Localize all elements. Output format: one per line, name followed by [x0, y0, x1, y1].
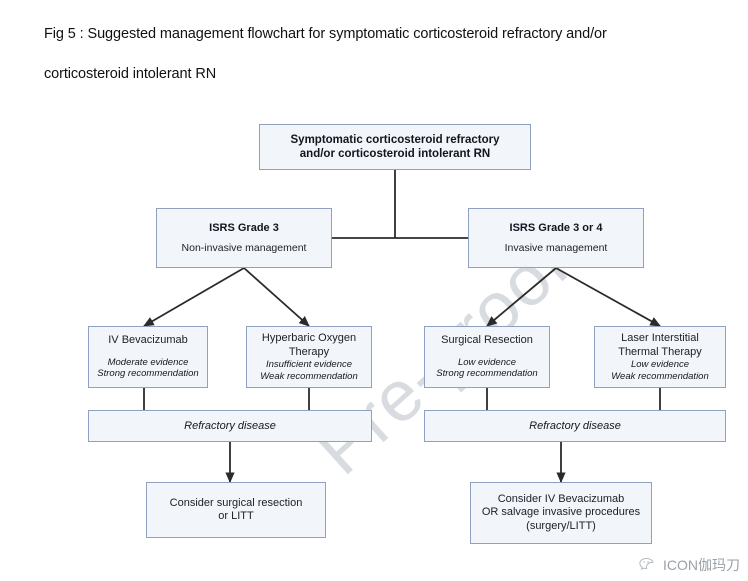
node-surgical-resection-evidence: Low evidence: [457, 356, 517, 368]
node-hyperbaric-oxygen-therapy[interactable]: Hyperbaric Oxygen Therapy Insufficient e…: [246, 326, 372, 388]
node-refractory-disease-right-label: Refractory disease: [529, 420, 621, 432]
node-laser-interstitial-thermal-therapy-evidence: Low evidence: [630, 359, 690, 370]
wechat-account-name: ICON伽玛刀: [663, 557, 740, 573]
node-hyperbaric-oxygen-therapy-title-line-1: Hyperbaric Oxygen: [261, 332, 357, 344]
node-isrs-grade-3-title: ISRS Grade 3: [209, 221, 279, 234]
node-refractory-disease-left[interactable]: Refractory disease: [88, 410, 372, 442]
node-iv-bevacizumab-recommendation: Strong recommendation: [97, 368, 199, 380]
node-final-left-line-1: Consider surgical resection: [169, 496, 303, 509]
node-final-right-line-3: (surgery/LITT): [526, 519, 596, 532]
node-laser-interstitial-thermal-therapy-recommendation: Weak recommendation: [611, 370, 709, 382]
node-iv-bevacizumab[interactable]: IV Bevacizumab Moderate evidence Strong …: [88, 326, 208, 388]
node-isrs-grade-3-or-4-title: ISRS Grade 3 or 4: [509, 221, 603, 234]
node-surgical-resection[interactable]: Surgical Resection Low evidence Strong r…: [424, 326, 550, 388]
node-laser-interstitial-thermal-therapy-title-line-1: Laser Interstitial: [621, 332, 699, 344]
figure-caption: Fig 5 : Suggested management flowchart f…: [44, 14, 714, 94]
node-hyperbaric-oxygen-therapy-title-line-2: Therapy: [288, 345, 330, 358]
caption-line-1: Fig 5 : Suggested management flowchart f…: [44, 26, 607, 42]
connector-grade3-to-bevacizumab: [143, 267, 245, 327]
connector-grade34-to-litt: [555, 267, 661, 327]
node-isrs-grade-3-subtitle: Non-invasive management: [181, 241, 307, 254]
node-refractory-disease-left-label: Refractory disease: [184, 420, 276, 432]
node-surgical-resection-title: Surgical Resection: [441, 334, 533, 347]
node-surgical-resection-recommendation: Strong recommendation: [436, 368, 538, 380]
node-laser-interstitial-thermal-therapy-title-line-2: Thermal Therapy: [618, 345, 702, 358]
node-laser-interstitial-thermal-therapy[interactable]: Laser Interstitial Thermal Therapy Low e…: [594, 326, 726, 388]
node-consider-iv-bevacizumab-or-salvage[interactable]: Consider IV Bevacizumab OR salvage invas…: [470, 482, 652, 544]
wechat-icon: [639, 557, 658, 573]
node-isrs-grade-3-or-4[interactable]: ISRS Grade 3 or 4 Invasive management: [468, 208, 644, 268]
node-root-symptomatic-rn[interactable]: Symptomatic corticosteroid refractory an…: [259, 124, 531, 170]
node-hyperbaric-oxygen-therapy-recommendation: Weak recommendation: [260, 370, 358, 382]
caption-line-2: corticosteroid intolerant RN: [44, 66, 217, 82]
node-root-line-2: and/or corticosteroid intolerant RN: [299, 148, 491, 160]
node-isrs-grade-3-or-4-subtitle: Invasive management: [504, 241, 608, 254]
node-iv-bevacizumab-title: IV Bevacizumab: [108, 334, 188, 347]
connector-grade34-to-surgical: [486, 267, 557, 327]
node-final-right-line-2: OR salvage invasive procedures: [481, 506, 641, 519]
wechat-account-footer: ICON伽玛刀: [639, 557, 740, 573]
node-root-line-1: Symptomatic corticosteroid refractory: [290, 133, 500, 146]
node-hyperbaric-oxygen-therapy-evidence: Insufficient evidence: [265, 359, 353, 370]
node-final-left-line-2: or LITT: [218, 510, 254, 522]
node-consider-surgical-resection-or-litt[interactable]: Consider surgical resection or LITT: [146, 482, 326, 538]
connector-grade3-to-hbot: [243, 267, 310, 327]
node-isrs-grade-3[interactable]: ISRS Grade 3 Non-invasive management: [156, 208, 332, 268]
node-final-right-line-1: Consider IV Bevacizumab: [497, 492, 625, 505]
node-refractory-disease-right[interactable]: Refractory disease: [424, 410, 726, 442]
node-iv-bevacizumab-evidence: Moderate evidence: [107, 356, 189, 368]
